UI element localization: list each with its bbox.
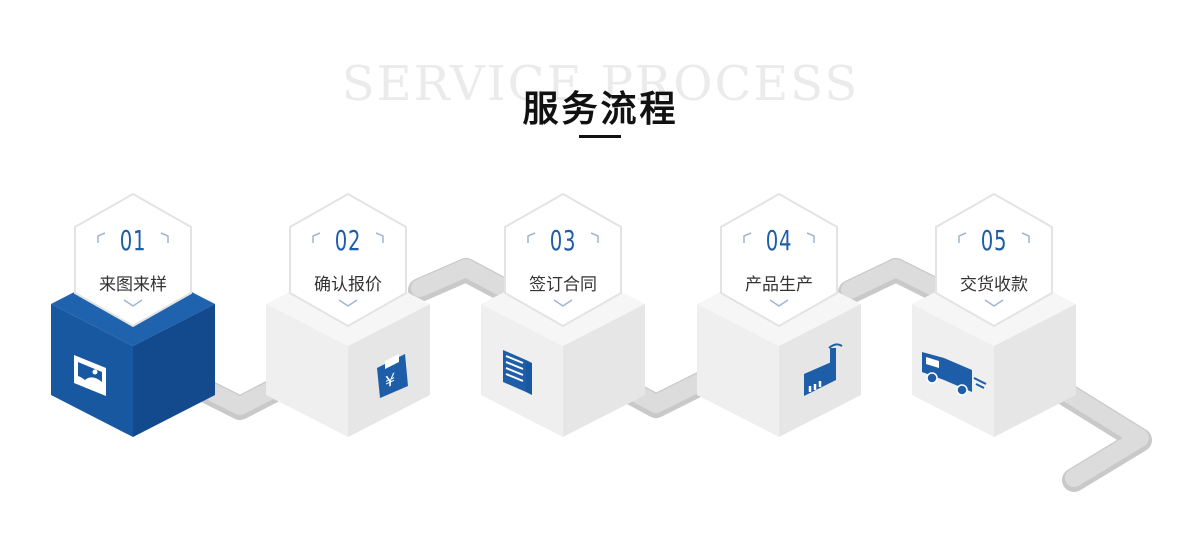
background-title: SERVICE PROCESS xyxy=(341,56,860,112)
page-title: 服务流程 xyxy=(522,89,679,130)
step-5-badge xyxy=(935,192,1053,328)
step-4-label: 产品生产 xyxy=(745,275,813,295)
factory-icon xyxy=(804,343,843,396)
step-3-label: 签订合同 xyxy=(529,275,597,295)
title-underline xyxy=(579,135,621,138)
step-1-label: 来图来样 xyxy=(99,275,167,295)
step-3-number: 03 xyxy=(549,224,577,257)
step-2-number: 02 xyxy=(334,224,362,257)
step-4-badge xyxy=(720,192,838,328)
connector-pipes xyxy=(168,258,1152,492)
step-2-label: 确认报价 xyxy=(314,275,382,295)
pipe-exit xyxy=(1028,366,1152,492)
step-3-badge xyxy=(504,192,622,328)
svg-text:¥: ¥ xyxy=(385,368,395,392)
pipe-4-5 xyxy=(838,258,952,304)
step-1-badge xyxy=(74,192,192,328)
step-2-badge xyxy=(289,192,407,328)
image-card-icon xyxy=(74,355,106,396)
pipe-2-3 xyxy=(408,258,527,308)
step-5-label: 交货收款 xyxy=(960,275,1028,295)
step-1-number: 01 xyxy=(119,224,147,257)
price-document-icon: ¥ xyxy=(377,354,408,398)
step-4-number: 04 xyxy=(765,224,793,257)
contract-document-icon xyxy=(503,350,532,395)
delivery-truck-icon xyxy=(922,352,987,396)
step-5-number: 05 xyxy=(980,224,1008,257)
